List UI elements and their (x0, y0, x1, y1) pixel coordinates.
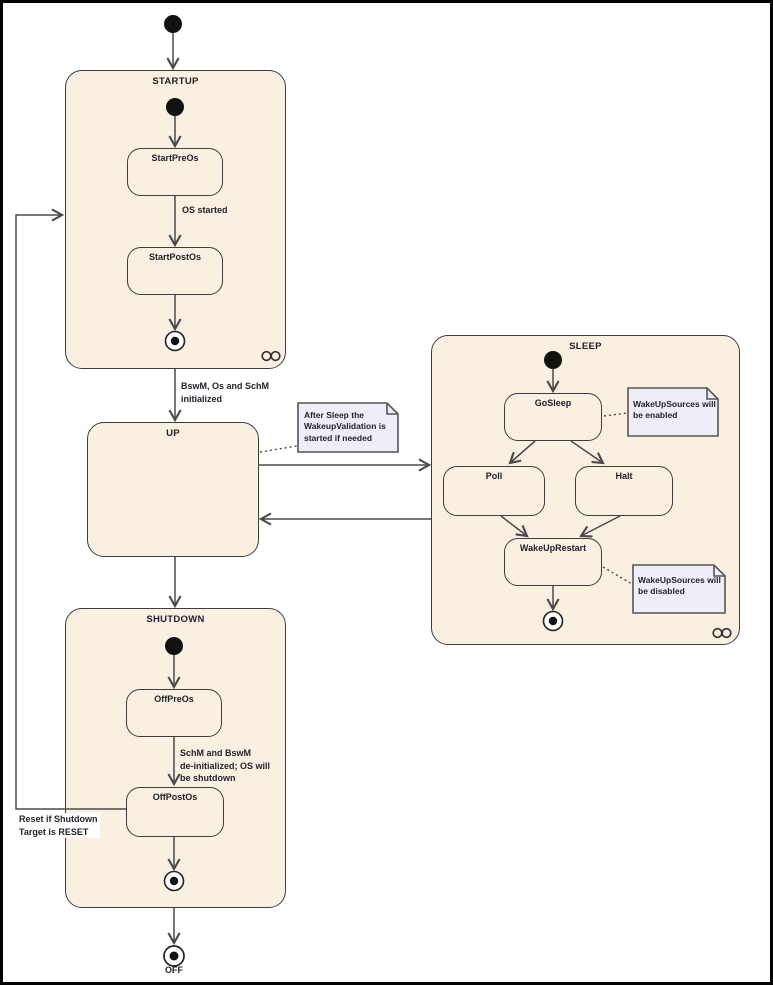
initial-state-icon (164, 15, 182, 33)
state-off-post-os-title: OffPostOs (152, 792, 198, 802)
state-startup: STARTUP (65, 70, 286, 369)
state-up-title: UP (166, 428, 180, 439)
state-start-post-os-title: StartPostOs (148, 252, 201, 262)
state-poll-title: Poll (485, 471, 503, 481)
final-state-off-label: OFF (165, 965, 183, 975)
state-go-sleep: GoSleep (504, 393, 602, 441)
state-off-pre-os-title: OffPreOs (154, 694, 194, 704)
note-wakeup-sources-disabled: WakeUpSources will be disabled (638, 575, 721, 597)
state-halt: Halt (575, 466, 673, 516)
state-wakeup-restart: WakeUpRestart (504, 538, 602, 586)
transition-label-bswm-initialized: BswM, Os and SchM initialized (181, 381, 270, 404)
state-start-pre-os-title: StartPreOs (151, 153, 199, 163)
state-up: UP (87, 422, 259, 557)
state-start-pre-os: StartPreOs (127, 148, 223, 196)
state-halt-title: Halt (615, 471, 633, 481)
state-startup-title: STARTUP (152, 76, 199, 87)
transition-label-reset-if-shutdown: Reset if Shutdown Target is RESET (17, 813, 100, 839)
state-off-post-os: OffPostOs (126, 787, 224, 837)
state-sleep-title: SLEEP (569, 341, 602, 352)
state-go-sleep-title: GoSleep (534, 398, 572, 408)
note-wakeup-sources-enabled: WakeUpSources will be enabled (633, 399, 716, 421)
state-wakeup-restart-title: WakeUpRestart (519, 543, 587, 553)
note-anchor-up (259, 445, 298, 453)
state-shutdown-title: SHUTDOWN (146, 614, 205, 625)
transition-label-os-started: OS started (182, 205, 228, 215)
transition-label-schm-deinitialized: SchM and BswM de-initialized; OS will be… (180, 748, 271, 784)
note-after-sleep: After Sleep the WakeupValidation is star… (304, 410, 386, 443)
state-off-pre-os: OffPreOs (126, 689, 222, 737)
state-poll: Poll (443, 466, 545, 516)
state-start-post-os: StartPostOs (127, 247, 223, 295)
final-state-icon (163, 945, 185, 967)
